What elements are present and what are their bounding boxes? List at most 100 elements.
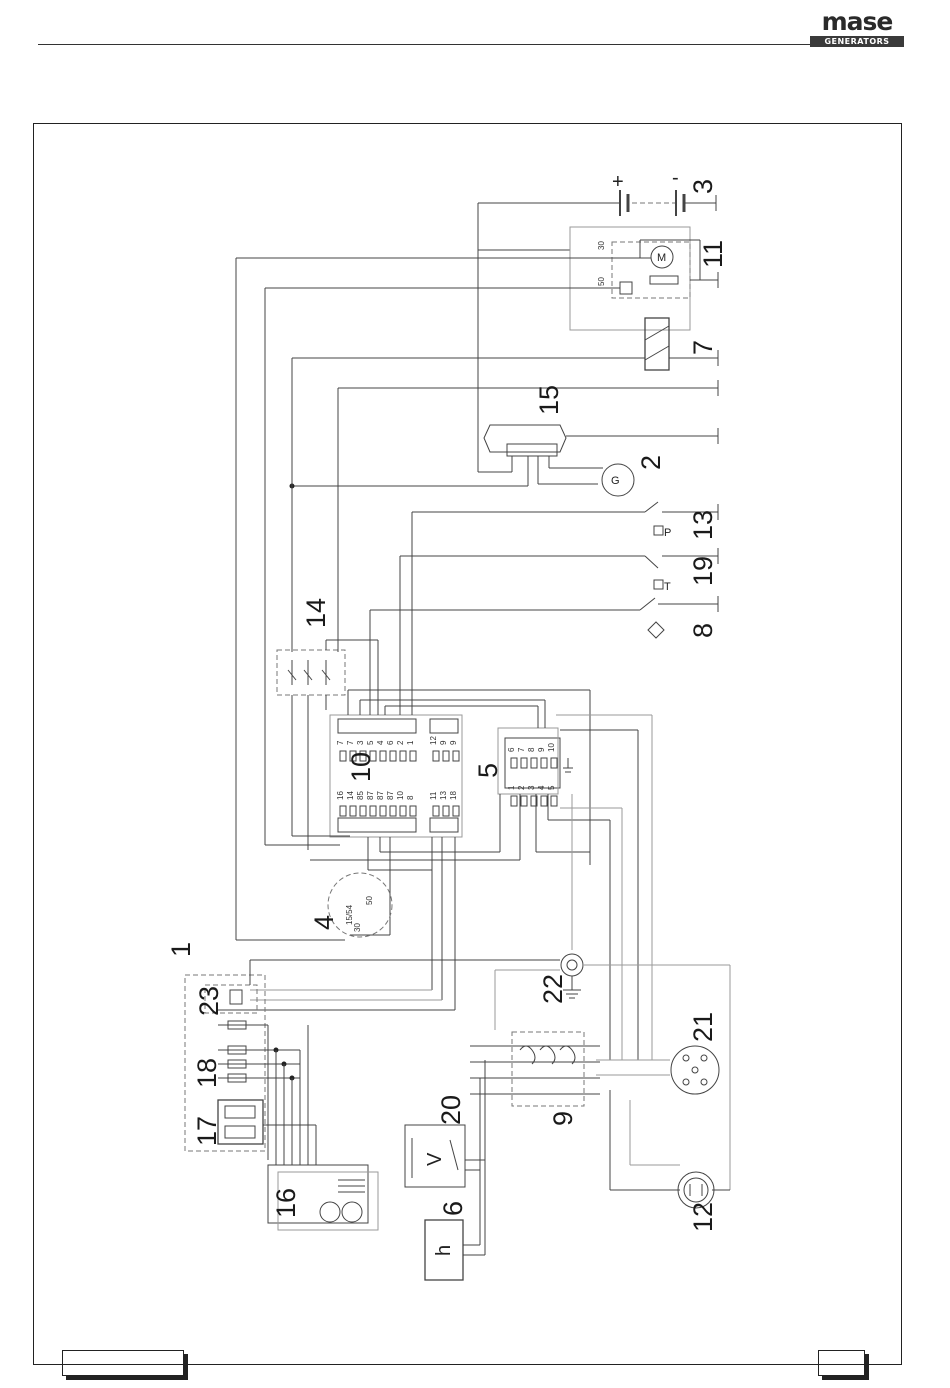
rb-bottom-socket-6 [400, 806, 406, 816]
temperature-switch: T [400, 548, 718, 593]
label-4: 4 [309, 915, 339, 930]
rb-bottom-pin-7: 8 [406, 795, 415, 800]
pressure-symbol: P [664, 527, 671, 539]
label-17: 17 [192, 1116, 222, 1146]
rb-bottom-right-pin-0: 11 [429, 791, 438, 800]
ts-top-pin-1: 7 [517, 747, 526, 752]
key-terminal-50: 50 [365, 896, 374, 905]
rb-top-socket-6 [400, 751, 406, 761]
rb-bottom-pin-5: 87 [386, 791, 395, 800]
relay-board-top-right-pins: 1299 [429, 736, 459, 761]
starter-terminal-50: 50 [597, 277, 606, 286]
component-numbers: 1 2 3 4 5 6 7 8 9 10 11 12 13 14 15 16 1… [166, 179, 728, 1232]
oil-pressure-switch: P [412, 502, 718, 539]
ts-bottom-socket-1 [521, 796, 527, 806]
rb-bottom-right-socket-0 [433, 806, 439, 816]
rb-top-right-socket-0 [433, 751, 439, 761]
label-1: 1 [166, 942, 196, 957]
rb-bottom-socket-2 [360, 806, 366, 816]
label-20: 20 [436, 1095, 466, 1125]
ts-bottom-socket-3 [541, 796, 547, 806]
key-terminal-15-54: 15/54 [345, 904, 354, 925]
rb-bottom-pin-4: 87 [376, 791, 385, 800]
voltmeter: V [405, 1060, 485, 1255]
ac-breaker-block [470, 1032, 600, 1106]
rb-top-pin-3: 5 [366, 740, 375, 745]
rb-top-socket-5 [390, 751, 396, 761]
rb-bottom-socket-4 [380, 806, 386, 816]
hour-meter: h [425, 1220, 485, 1280]
rb-top-right-socket-2 [453, 751, 459, 761]
label-21: 21 [688, 1012, 718, 1042]
ts-bottom-pin-1: 2 [517, 785, 526, 790]
rb-bottom-socket-0 [340, 806, 346, 816]
label-3: 3 [688, 179, 718, 194]
rb-top-right-socket-1 [443, 751, 449, 761]
rb-top-socket-7 [410, 751, 416, 761]
rb-top-pin-0: 7 [336, 740, 345, 745]
ts-top-socket-1 [521, 758, 527, 768]
rb-bottom-pin-6: 10 [396, 791, 405, 800]
label-15: 15 [534, 385, 564, 415]
rb-bottom-socket-7 [410, 806, 416, 816]
battery: + - [478, 167, 716, 216]
fuel-level-switch [370, 596, 718, 638]
rb-top-pin-6: 2 [396, 740, 405, 745]
label-19: 19 [688, 556, 718, 586]
label-10: 10 [346, 752, 376, 782]
rb-top-socket-4 [380, 751, 386, 761]
ts-top-socket-2 [531, 758, 537, 768]
label-23: 23 [194, 986, 224, 1016]
label-6: 6 [438, 1201, 468, 1216]
ac-socket-21 [671, 1046, 719, 1094]
rb-bottom-right-socket-1 [443, 806, 449, 816]
battery-plus-symbol: + [612, 171, 624, 193]
rb-top-pin-2: 3 [356, 740, 365, 745]
label-5: 5 [473, 763, 503, 778]
label-22: 22 [538, 974, 568, 1004]
starter-motor: M 30 50 [478, 203, 718, 330]
ts-top-pin-4: 10 [547, 743, 556, 752]
ts-top-socket-4 [551, 758, 557, 768]
ts-top-pin-2: 8 [527, 747, 536, 752]
ts-top-pin-3: 9 [537, 747, 546, 752]
label-7: 7 [688, 340, 718, 355]
rb-bottom-pin-3: 87 [366, 791, 375, 800]
relay-board-bottom-pins: 161485878787108 [336, 791, 416, 816]
label-9: 9 [548, 1111, 578, 1126]
starter-terminal-30: 30 [597, 241, 606, 250]
ts-bottom-pin-3: 4 [537, 785, 546, 790]
rb-top-right-pin-2: 9 [449, 740, 458, 745]
label-13: 13 [688, 510, 718, 540]
generator-symbol: G [611, 475, 620, 487]
rb-bottom-right-pin-2: 18 [449, 791, 458, 800]
rb-top-pin-7: 1 [406, 740, 415, 745]
rb-bottom-socket-5 [390, 806, 396, 816]
main-relay [277, 650, 345, 695]
rb-bottom-socket-1 [350, 806, 356, 816]
rb-bottom-pin-2: 85 [356, 791, 365, 800]
ts-bottom-pin-4: 5 [547, 785, 556, 790]
motor-symbol: M [657, 252, 666, 264]
ts-bottom-socket-0 [511, 796, 517, 806]
ts-top-pin-0: 6 [507, 747, 516, 752]
rb-top-pin-5: 6 [386, 740, 395, 745]
rb-bottom-pin-1: 14 [346, 791, 355, 800]
rb-top-right-pin-0: 12 [429, 736, 438, 745]
voltmeter-symbol: V [424, 1152, 446, 1166]
label-16: 16 [271, 1188, 301, 1218]
label-8: 8 [688, 623, 718, 638]
rb-top-pin-4: 4 [376, 740, 385, 745]
ts-bottom-pin-2: 3 [527, 785, 536, 790]
rb-bottom-pin-0: 16 [336, 791, 345, 800]
rb-top-pin-1: 7 [346, 740, 355, 745]
label-12: 12 [688, 1202, 718, 1232]
rb-bottom-right-socket-2 [453, 806, 459, 816]
rb-top-right-pin-1: 9 [439, 740, 448, 745]
ts-bottom-socket-4 [551, 796, 557, 806]
label-2: 2 [636, 455, 666, 470]
temperature-symbol: T [664, 581, 671, 593]
